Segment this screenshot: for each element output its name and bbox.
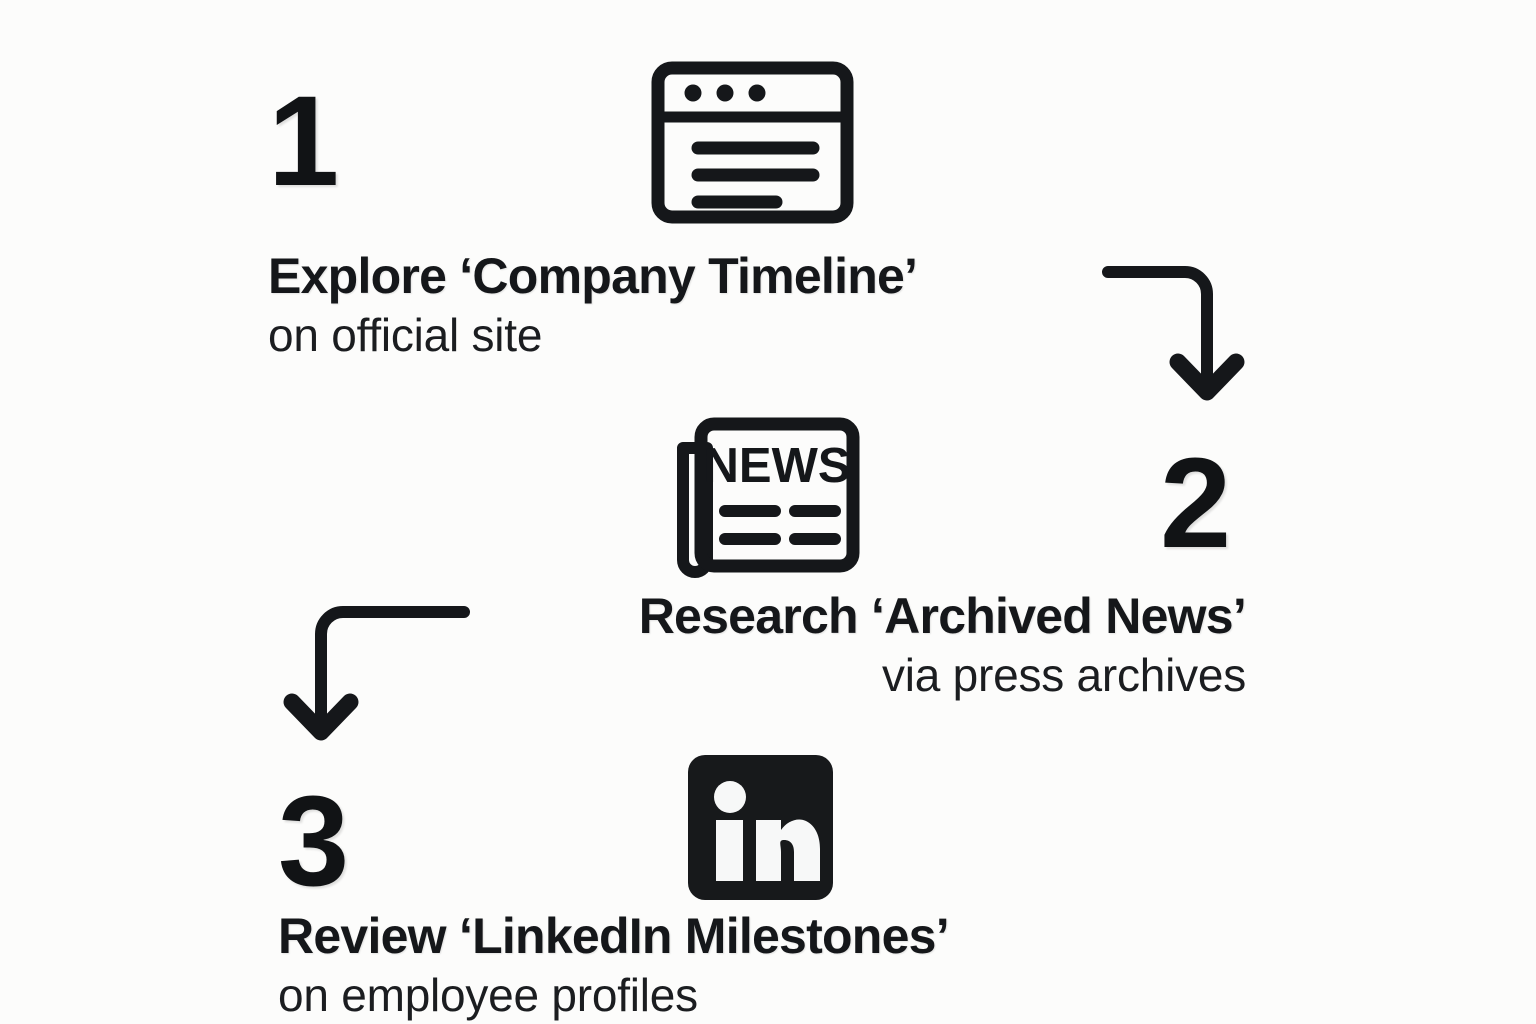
step-2-text: Research ‘Archived News’ via press archi…	[638, 588, 1247, 702]
step-number-2: 2	[1160, 432, 1231, 575]
step-1-title: Explore ‘Company Timeline’	[268, 248, 918, 304]
step-number-3: 3	[278, 770, 349, 913]
arrow-step1-to-step2-icon	[1100, 258, 1280, 418]
browser-window-icon	[650, 60, 855, 225]
step-1-subtitle: on official site	[268, 309, 543, 361]
arrow-step2-to-step3-icon	[283, 598, 477, 758]
newspaper-icon: NEWS	[645, 410, 865, 578]
step-3-title: Review ‘LinkedIn Milestones’	[278, 908, 950, 964]
step-1-text: Explore ‘Company Timeline’ on official s…	[268, 248, 918, 362]
newspaper-label: NEWS	[704, 439, 851, 493]
linkedin-icon	[688, 755, 833, 900]
step-number-1: 1	[268, 70, 339, 213]
step-2-title: Research ‘Archived News’	[638, 588, 1247, 644]
step-3-subtitle: on employee profiles	[278, 969, 698, 1021]
step-2-subtitle: via press archives	[882, 649, 1246, 701]
step-3-text: Review ‘LinkedIn Milestones’ on employee…	[278, 908, 950, 1022]
